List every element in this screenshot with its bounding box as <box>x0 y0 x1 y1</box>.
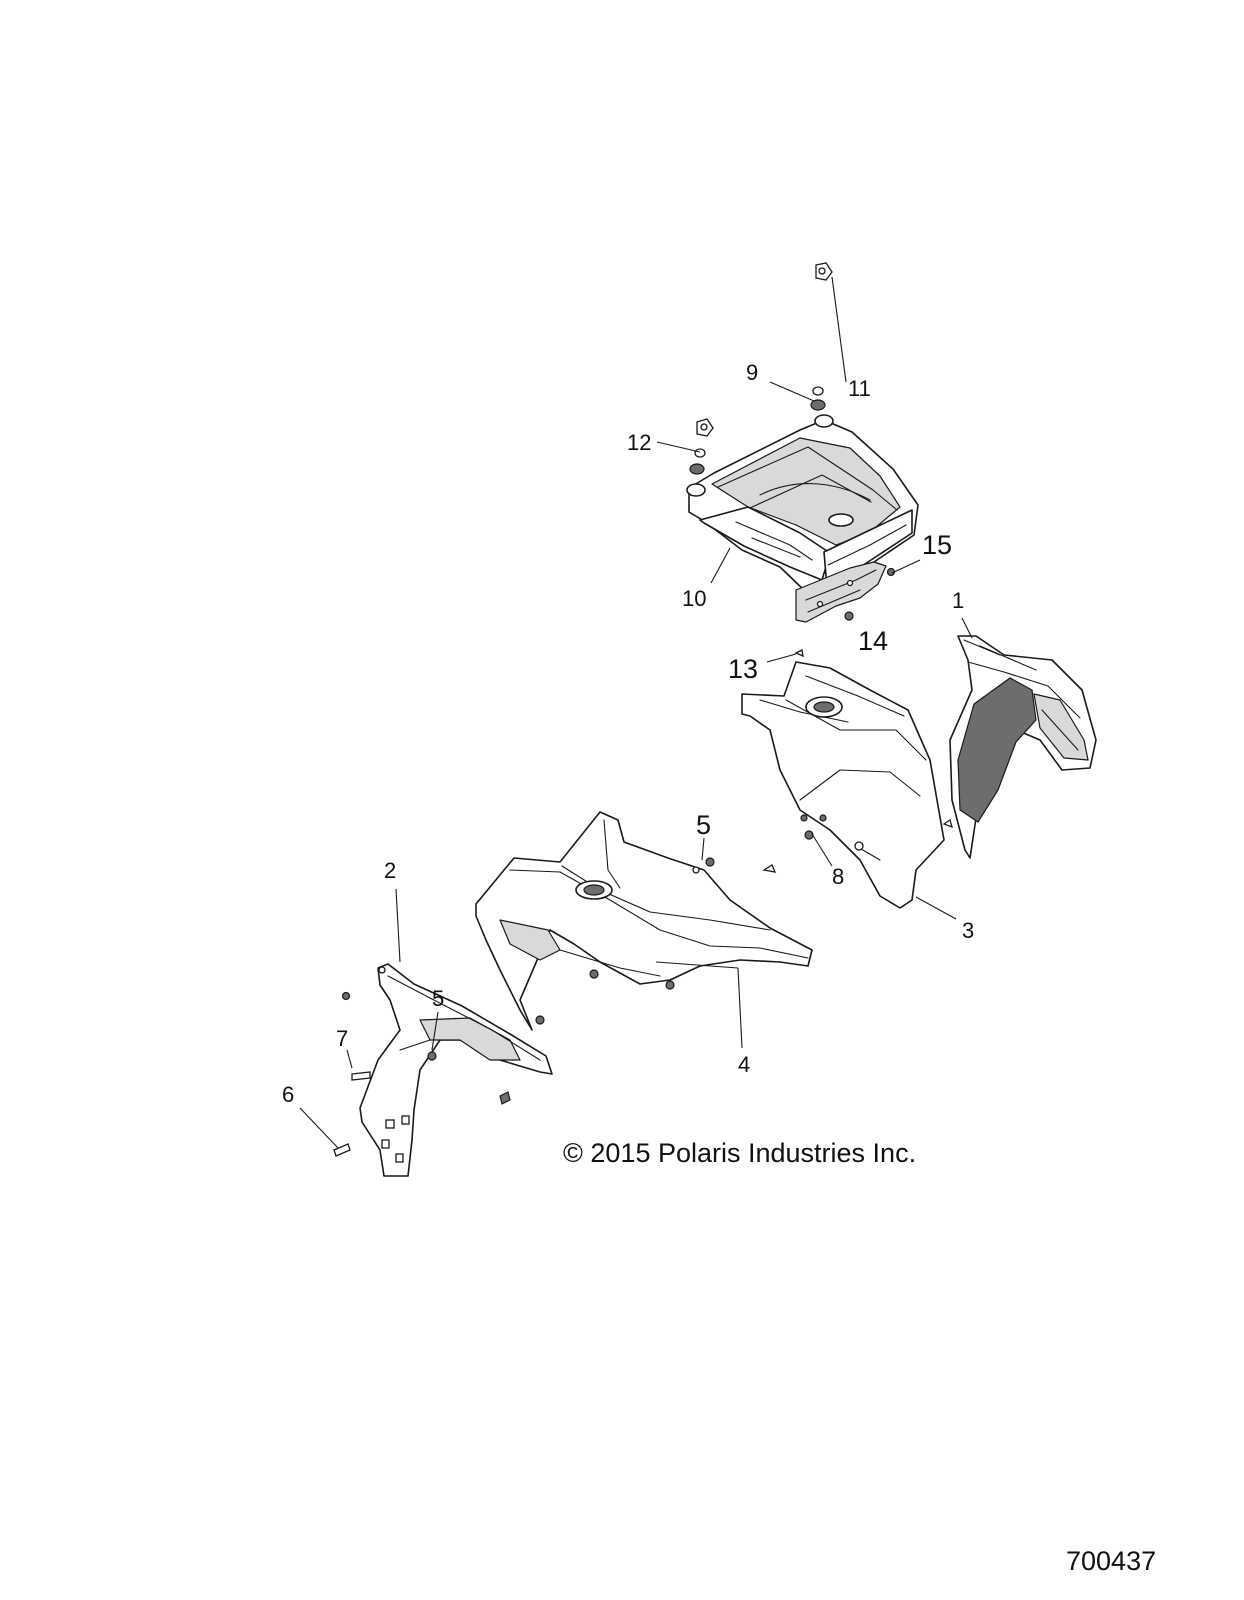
part-4-center-panel <box>475 811 813 1031</box>
callout-10: 10 <box>682 586 706 611</box>
part-7-bolt <box>351 1071 371 1081</box>
callout-12: 12 <box>627 430 651 455</box>
callout-6: 6 <box>282 1082 294 1107</box>
figure-number: 700437 <box>1066 1546 1156 1576</box>
part-13-screw <box>794 649 804 658</box>
callout-9: 9 <box>746 360 758 385</box>
callout-8: 8 <box>832 864 844 889</box>
copyright-notice: © 2015 Polaris Industries Inc. <box>563 1138 916 1168</box>
part-15-bracket <box>795 561 887 623</box>
callout-2: 2 <box>384 858 396 883</box>
callout-labels: 1 2 3 4 5 5 6 7 8 9 10 11 12 13 14 15 <box>282 360 974 1107</box>
callout-5-lower: 5 <box>432 986 444 1011</box>
callout-3: 3 <box>962 918 974 943</box>
part-2-left-side-panel <box>359 963 553 1177</box>
callout-4: 4 <box>738 1052 750 1077</box>
part-8-screw <box>762 814 953 873</box>
callout-1: 1 <box>952 588 964 613</box>
part-9-grommet <box>810 386 826 411</box>
part-11-clip <box>815 262 833 281</box>
callout-13: 13 <box>728 654 758 684</box>
leader-lines <box>299 276 973 1149</box>
part-3-right-inner-panel <box>741 661 945 909</box>
callout-14: 14 <box>858 626 888 656</box>
callout-7: 7 <box>336 1026 348 1051</box>
part-1-right-side-panel <box>949 635 1097 859</box>
part-12-grommet <box>689 448 706 475</box>
callout-15: 15 <box>922 530 952 560</box>
callout-11: 11 <box>848 376 871 401</box>
part-6-bolt <box>333 1143 351 1157</box>
callout-5-upper: 5 <box>696 810 711 840</box>
part-5-left-screw <box>341 991 351 1001</box>
left-panel-nut <box>499 1091 511 1105</box>
part-11-clip-left <box>696 418 714 437</box>
part-10-front-rack <box>686 414 919 597</box>
